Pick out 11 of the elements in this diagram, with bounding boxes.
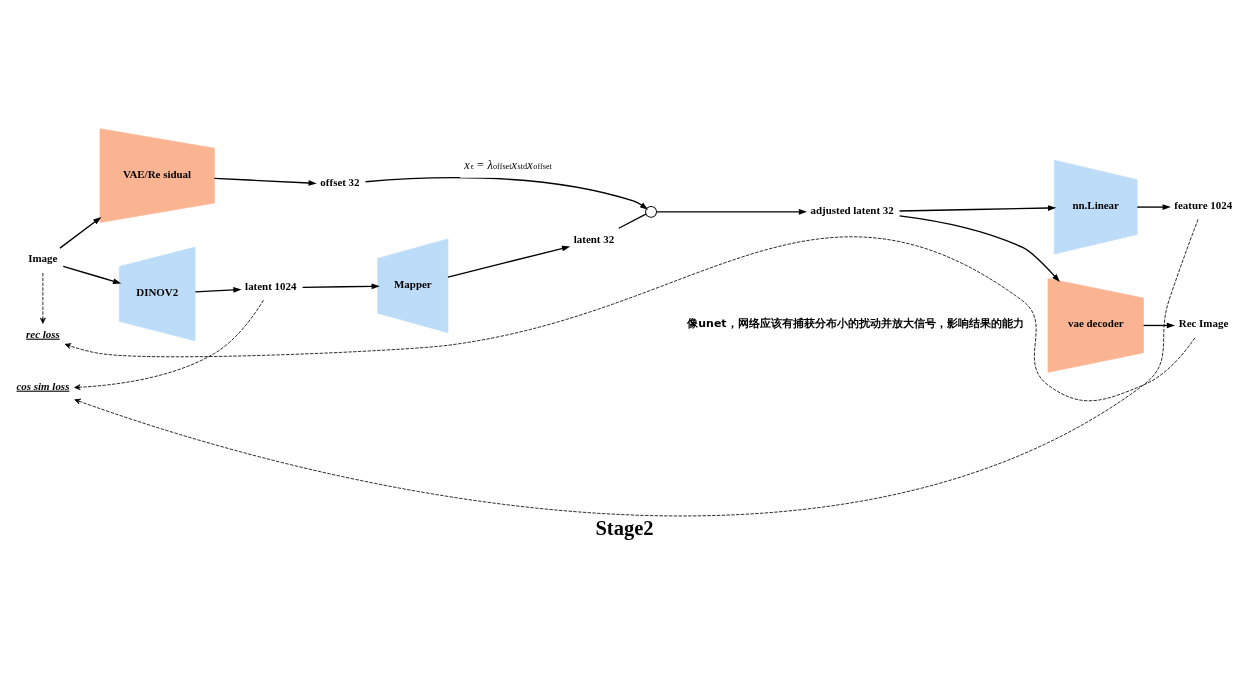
node-text: Rec Image <box>1178 317 1229 330</box>
node-text: rec loss <box>26 327 60 340</box>
label: 像unet，网络应该有捕获分布小的扰动并放大信号，影响结果的能力 <box>687 317 1024 331</box>
node-text: feature 1024 <box>1174 199 1233 211</box>
node-text: adjusted latent 32 <box>810 203 894 216</box>
node-text: latent 32 <box>573 232 615 245</box>
caption: Stage2 <box>595 516 654 539</box>
node-text: Image <box>28 252 58 265</box>
node-text: latent 1024 <box>245 279 297 292</box>
node-text: cos sim loss <box>16 379 70 392</box>
node-text: offset 32 <box>320 176 360 189</box>
